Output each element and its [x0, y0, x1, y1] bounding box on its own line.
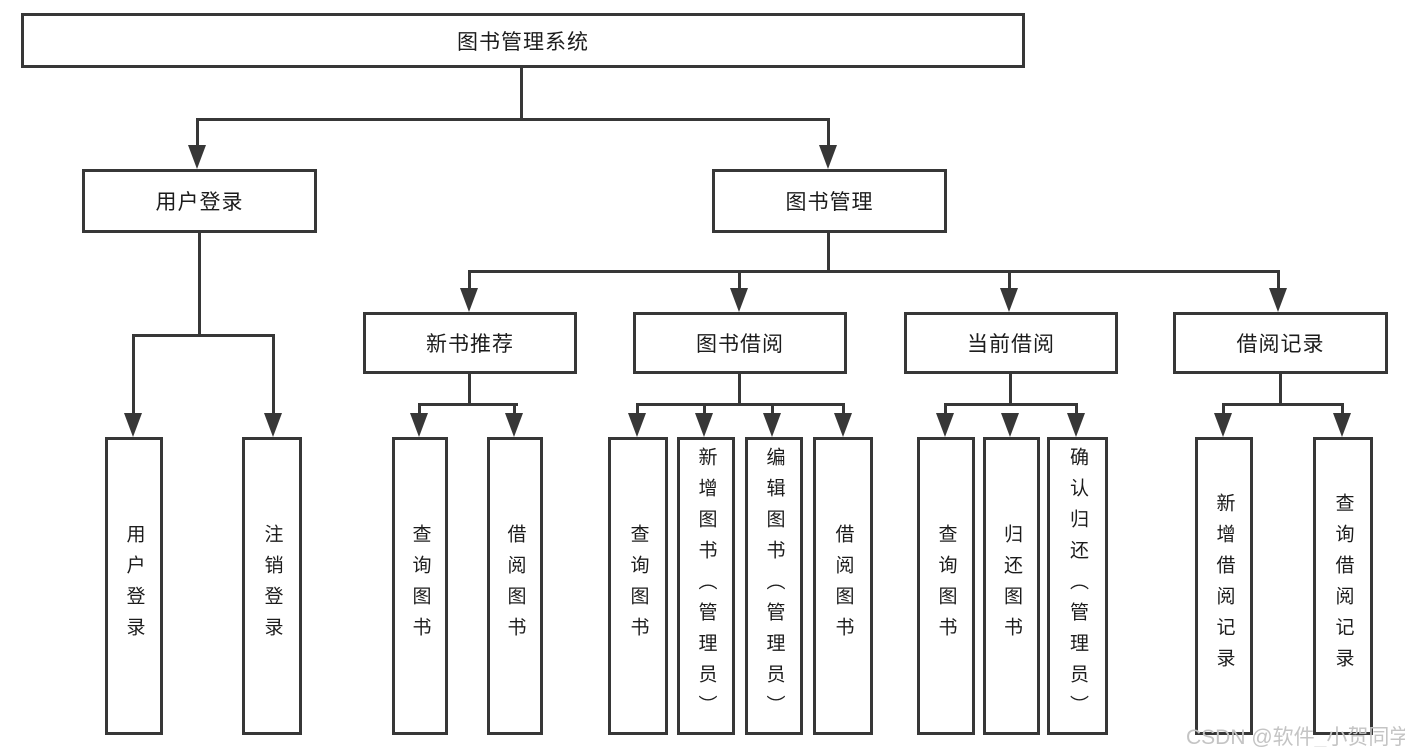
arrowhead-down-icon	[505, 413, 523, 437]
leaf-add-borrow-record: 新增借阅记录	[1195, 437, 1253, 735]
connector-line	[944, 403, 1078, 406]
connector-line	[513, 403, 516, 416]
arrowhead-down-icon	[763, 413, 781, 437]
node-book-borrow: 图书借阅	[633, 312, 847, 374]
connector-line	[827, 233, 830, 273]
connector-line	[1222, 403, 1225, 416]
node-current-borrow: 当前借阅	[904, 312, 1118, 374]
node-new-book-recommend: 新书推荐	[363, 312, 577, 374]
connector-line	[771, 403, 774, 416]
leaf-query-book-recommend: 查询图书	[392, 437, 448, 735]
leaf-query-borrow-record: 查询借阅记录	[1313, 437, 1373, 735]
connector-line	[1279, 374, 1282, 406]
node-user-login: 用户登录	[82, 169, 317, 233]
connector-line	[1008, 270, 1011, 292]
connector-line	[827, 118, 830, 150]
connector-line	[198, 233, 201, 336]
arrowhead-down-icon	[188, 145, 206, 169]
connector-line	[1341, 403, 1344, 416]
leaf-return-book: 归还图书	[983, 437, 1040, 735]
connector-line	[418, 403, 518, 406]
node-root: 图书管理系统	[21, 13, 1025, 68]
arrowhead-down-icon	[1333, 413, 1351, 437]
connector-line	[842, 403, 845, 416]
leaf-borrow-book-recommend: 借阅图书	[487, 437, 543, 735]
connector-line	[468, 270, 471, 292]
leaf-add-book-admin: 新增图书（管理员）	[677, 437, 735, 735]
arrowhead-down-icon	[628, 413, 646, 437]
connector-line	[1009, 374, 1012, 406]
node-book-management: 图书管理	[712, 169, 947, 233]
connector-line	[1277, 270, 1280, 292]
arrowhead-down-icon	[1269, 288, 1287, 312]
connector-line	[418, 403, 421, 416]
arrowhead-down-icon	[1214, 413, 1232, 437]
connector-line	[468, 270, 1280, 273]
connector-line	[1075, 403, 1078, 416]
arrowhead-down-icon	[834, 413, 852, 437]
arrowhead-down-icon	[1001, 413, 1019, 437]
connector-line	[738, 374, 741, 406]
node-borrow-record: 借阅记录	[1173, 312, 1388, 374]
leaf-borrow-book: 借阅图书	[813, 437, 873, 735]
arrowhead-down-icon	[1067, 413, 1085, 437]
connector-line	[468, 374, 471, 406]
connector-line	[132, 334, 275, 337]
arrowhead-down-icon	[1000, 288, 1018, 312]
leaf-logout: 注销登录	[242, 437, 302, 735]
arrowhead-down-icon	[730, 288, 748, 312]
connector-line	[636, 403, 845, 406]
connector-line	[738, 270, 741, 292]
leaf-query-book-current: 查询图书	[917, 437, 975, 735]
leaf-confirm-return-admin: 确认归还（管理员）	[1047, 437, 1108, 735]
arrowhead-down-icon	[819, 145, 837, 169]
connector-line	[703, 403, 706, 416]
arrowhead-down-icon	[264, 413, 282, 437]
arrowhead-down-icon	[124, 413, 142, 437]
leaf-query-book-borrow: 查询图书	[608, 437, 668, 735]
connector-line	[636, 403, 639, 416]
arrowhead-down-icon	[936, 413, 954, 437]
connector-line	[272, 334, 275, 416]
arrowhead-down-icon	[460, 288, 478, 312]
watermark: CSDN @软件_小贺同学	[1186, 726, 1405, 747]
connector-line	[196, 118, 199, 150]
connector-line	[520, 68, 523, 120]
arrowhead-down-icon	[695, 413, 713, 437]
connector-line	[1222, 403, 1344, 406]
connector-line	[944, 403, 947, 416]
connector-line	[196, 118, 830, 121]
leaf-edit-book-admin: 编辑图书（管理员）	[745, 437, 803, 735]
leaf-user-login: 用户登录	[105, 437, 163, 735]
connector-line	[132, 334, 135, 416]
arrowhead-down-icon	[410, 413, 428, 437]
